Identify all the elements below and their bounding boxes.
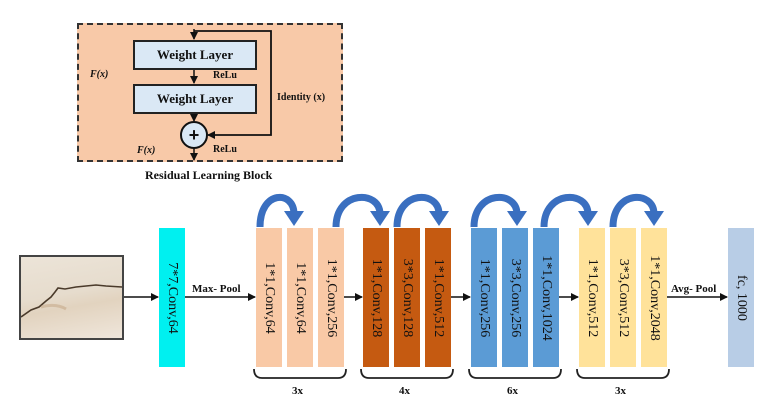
skip-connection-arrowhead-3	[429, 211, 449, 226]
stage-3-layer-2: 3*3,Conv,256	[502, 228, 528, 367]
fc-layer: fc, 1000	[728, 228, 754, 367]
stage-4-layer-3: 1*1,Conv,2048	[641, 228, 667, 367]
layer-label: 3*3,Conv,512	[616, 258, 631, 337]
layer-label: 1*1,Conv,2048	[647, 254, 662, 341]
stage-4-layer-2: 3*3,Conv,512	[610, 228, 636, 367]
layer-label: 1*1,Conv,1024	[539, 254, 554, 341]
skip-connection-arc-4	[470, 193, 521, 228]
stage-1-repeat-label: 3x	[292, 385, 303, 397]
stage-2-layer-2: 3*3,Conv,128	[394, 228, 420, 367]
skip-connection-arc-2	[332, 193, 384, 228]
stage-4-layer-1: 1*1,Conv,512	[579, 228, 605, 367]
identity-skip-line	[194, 30, 272, 139]
stage-2-repeat-label: 4x	[399, 385, 410, 397]
avg-pool-label: Avg- Pool	[671, 283, 717, 295]
stage-3-repeat-label: 6x	[507, 385, 518, 397]
skip-connection-arc-5	[540, 193, 592, 228]
skip-connection-arrowhead-1	[284, 211, 304, 226]
layer-label: 1*1,Conv,512	[585, 258, 600, 337]
crack-input-image	[19, 255, 124, 340]
stage-1-layer-1: 1*1,Conv,64	[256, 228, 282, 367]
stage-1-brace	[253, 368, 347, 379]
max-pool-label: Max- Pool	[192, 283, 241, 295]
skip-connection-arc-1	[256, 194, 298, 228]
stage-4-brace	[576, 368, 670, 379]
layer-label: 1*1,Conv,64	[262, 261, 277, 334]
skip-connection-arrowhead-4	[507, 211, 527, 226]
layer-label: 1*1,Conv,512	[431, 258, 446, 337]
stage-2-layer-3: 1*1,Conv,512	[425, 228, 451, 367]
layer-label: 1*1,Conv,64	[293, 261, 308, 334]
layer-label: 1*1,Conv,128	[369, 258, 384, 337]
stage-2-brace	[360, 368, 454, 379]
add-symbol: +	[189, 125, 200, 145]
stage-4-repeat-label: 3x	[615, 385, 626, 397]
residual-block-caption: Residual Learning Block	[145, 168, 273, 182]
layer-label: 3*3,Conv,128	[400, 258, 415, 337]
stage-3-layer-1: 1*1,Conv,256	[471, 228, 497, 367]
skip-connection-arc-6	[609, 193, 658, 228]
layer-label: 1*1,Conv,256	[477, 258, 492, 337]
weight-layer-1: Weight Layer	[133, 40, 257, 70]
stage-1-layer-3: 1*1,Conv,256	[318, 228, 344, 367]
stage-3-layer-3: 1*1,Conv,1024	[533, 228, 559, 367]
relu-label-1: ReLu	[213, 70, 237, 81]
stem-conv-layer: 7*7,Conv,64	[159, 228, 185, 367]
identity-label: Identity (x)	[277, 92, 326, 103]
stage-2-layer-1: 1*1,Conv,128	[363, 228, 389, 367]
relu-label-2: ReLu	[213, 144, 237, 155]
fx-label-left: F(x)	[90, 69, 109, 80]
layer-label: 3*3,Conv,256	[508, 258, 523, 337]
skip-connection-arc-3	[393, 193, 443, 228]
weight-layer-2: Weight Layer	[133, 84, 257, 114]
stage-1-layer-2: 1*1,Conv,64	[287, 228, 313, 367]
fx-label-bottom: F(x)	[137, 145, 156, 156]
skip-connection-arrowhead-2	[370, 211, 390, 226]
skip-connection-arrowhead-5	[578, 211, 598, 226]
skip-connection-arrowhead-6	[644, 211, 664, 226]
layer-label: 1*1,Conv,256	[324, 258, 339, 337]
stem-conv-label: 7*7,Conv,64	[165, 261, 180, 334]
fc-label: fc, 1000	[734, 274, 749, 321]
stage-3-brace	[468, 368, 562, 379]
